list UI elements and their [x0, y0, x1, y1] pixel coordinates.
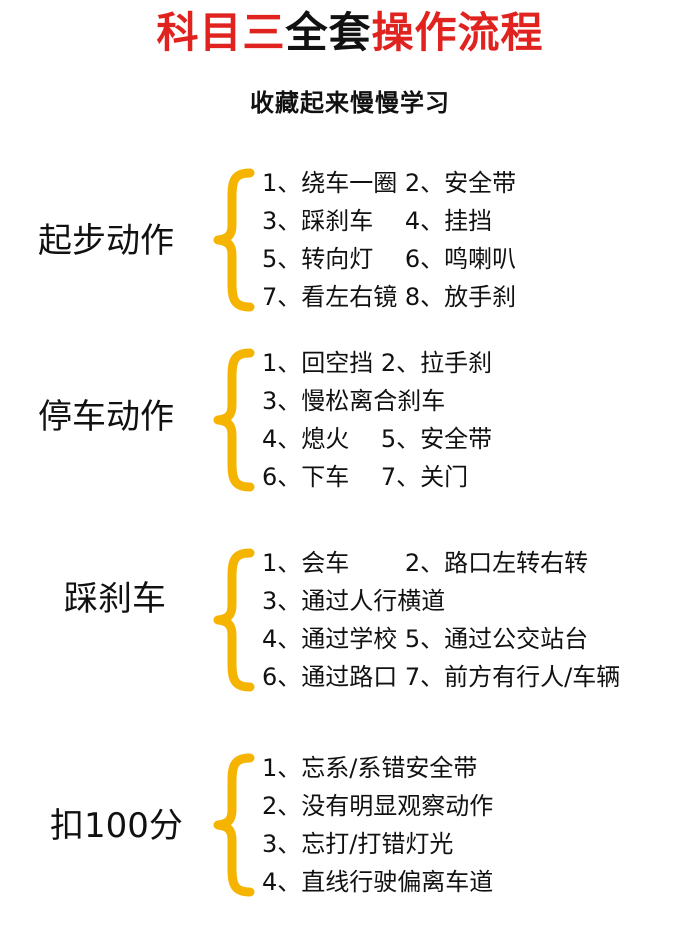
list-item: 1、回空挡 2、拉手刹 [262, 349, 493, 377]
section-label: 停车动作 [38, 397, 174, 437]
list-item: 3、通过人行横道 [262, 587, 446, 615]
list-item: 6、下车 7、关门 [262, 463, 469, 491]
list-item: 4、熄火 5、安全带 [262, 425, 493, 453]
list-item: 1、会车 2、路口左转右转 [262, 549, 589, 577]
section-label: 踩刹车 [64, 579, 166, 619]
list-item: 4、通过学校 5、通过公交站台 [262, 625, 589, 653]
item-list: 1、会车 2、路口左转右转 3、通过人行横道 4、通过学校 5、通过公交站台 6… [262, 545, 620, 695]
section-start-actions: 起步动作 1、绕车一圈 2、安全带 3、踩刹车 4、挂挡 5、转向灯 6、鸣喇叭… [0, 165, 700, 315]
list-item: 6、通过路口 7、前方有行人/车辆 [262, 663, 621, 691]
curly-brace-icon [212, 547, 256, 693]
list-item: 2、没有明显观察动作 [262, 792, 494, 820]
section-deduct-100: 扣100分 1、忘系/系错安全带 2、没有明显观察动作 3、忘打/打错灯光 4、… [0, 750, 700, 900]
curly-brace-icon [212, 752, 256, 898]
title-part-process: 操作流程 [371, 8, 544, 57]
list-item: 3、踩刹车 4、挂挡 [262, 207, 493, 235]
list-item: 3、慢松离合刹车 [262, 387, 446, 415]
list-item: 1、绕车一圈 2、安全带 [262, 169, 517, 197]
title-part-full-set: 全套 [285, 8, 372, 57]
list-item: 4、直线行驶偏离车道 [262, 868, 494, 896]
section-label: 扣100分 [50, 806, 183, 846]
list-item: 5、转向灯 6、鸣喇叭 [262, 245, 517, 273]
section-stop-actions: 停车动作 1、回空挡 2、拉手刹 3、慢松离合刹车 4、熄火 5、安全带 6、下… [0, 345, 700, 495]
page-subtitle: 收藏起来慢慢学习 [250, 89, 450, 117]
item-list: 1、绕车一圈 2、安全带 3、踩刹车 4、挂挡 5、转向灯 6、鸣喇叭 7、看左… [262, 165, 516, 315]
curly-brace-icon [212, 167, 256, 313]
item-list: 1、回空挡 2、拉手刹 3、慢松离合刹车 4、熄火 5、安全带 6、下车 7、关… [262, 345, 492, 495]
section-brake: 踩刹车 1、会车 2、路口左转右转 3、通过人行横道 4、通过学校 5、通过公交… [0, 545, 700, 695]
list-item: 1、忘系/系错安全带 [262, 754, 478, 782]
list-item: 7、看左右镜 8、放手刹 [262, 283, 517, 311]
item-list: 1、忘系/系错安全带 2、没有明显观察动作 3、忘打/打错灯光 4、直线行驶偏离… [262, 750, 493, 900]
section-label: 起步动作 [38, 221, 174, 261]
page-title: 科目三全套操作流程 [0, 6, 700, 60]
curly-brace-icon [212, 347, 256, 493]
title-part-subject: 科目三 [156, 8, 286, 57]
list-item: 3、忘打/打错灯光 [262, 830, 454, 858]
